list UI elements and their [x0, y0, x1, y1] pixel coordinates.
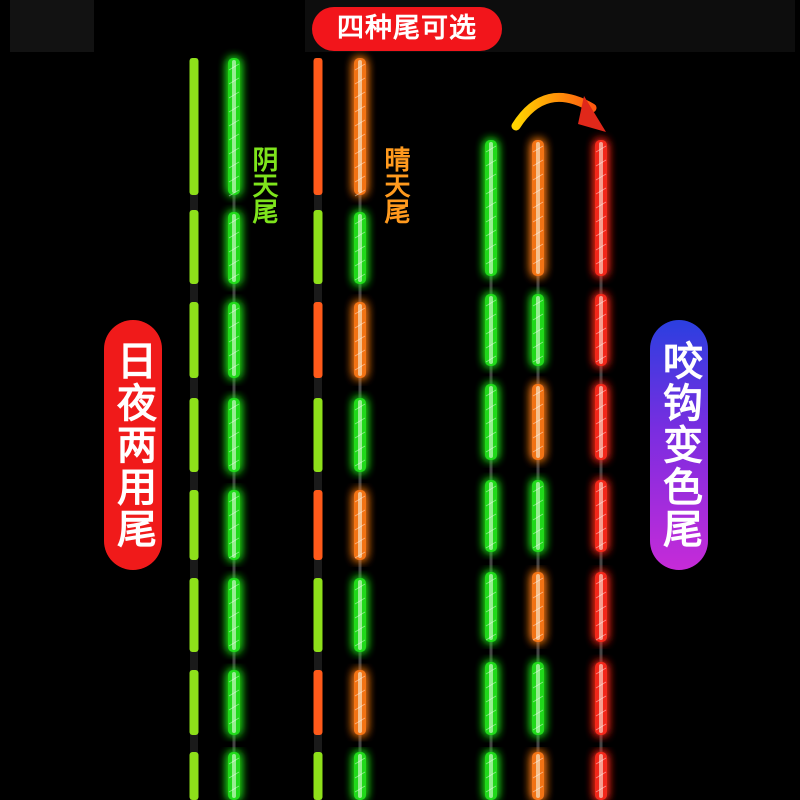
green-solid-tail-segment [189, 490, 199, 560]
sunny-glow-tail-segment [354, 398, 366, 472]
sunny-glow-tail-segment [354, 578, 366, 652]
sunny-glow-tail-segment [354, 302, 366, 378]
sunny-glow-tail [354, 58, 366, 800]
color-change-after-tail [595, 140, 607, 800]
color-change-before-tail-segment [532, 662, 544, 735]
sunny-glow-tail-segment [354, 212, 366, 284]
green-color-tail-segment [485, 572, 497, 642]
color-change-after-tail-segment [595, 384, 607, 460]
orange-solid-tail-segment [313, 58, 323, 195]
overcast-glow-tail-segment [228, 578, 240, 652]
bite-color-change-badge: 咬钩变色尾 [650, 320, 708, 570]
color-change-before-tail-segment [532, 384, 544, 460]
green-solid-tail-segment [189, 58, 199, 195]
title-banner: 四种尾可选 [312, 7, 502, 51]
color-change-before-tail-segment [532, 140, 544, 276]
green-solid-tail-segment [189, 302, 199, 378]
overcast-glow-tail-segment [228, 752, 240, 800]
orange-solid-tail-segment [313, 210, 323, 284]
color-change-after-tail-segment [595, 294, 607, 366]
orange-solid-tail-segment [313, 398, 323, 472]
green-color-tail-segment [485, 662, 497, 735]
color-change-before-tail-segment [532, 752, 544, 800]
day-night-tail-badge: 日夜两用尾 [104, 320, 162, 570]
color-change-before-tail-segment [532, 572, 544, 642]
color-change-after-tail-segment [595, 572, 607, 642]
overcast-glow-tail-segment [228, 212, 240, 284]
green-solid-tail-segment [189, 578, 199, 652]
green-color-tail [485, 140, 497, 800]
sunny-glow-tail-segment [354, 752, 366, 800]
green-color-tail-segment [485, 294, 497, 366]
color-change-before-tail [532, 140, 544, 800]
green-color-tail-segment [485, 140, 497, 276]
orange-solid-tail-segment [313, 752, 323, 800]
green-color-tail-segment [485, 384, 497, 460]
overcast-glow-tail-segment [228, 490, 240, 560]
overcast-glow-tail-segment [228, 302, 240, 378]
color-change-after-tail-segment [595, 480, 607, 552]
green-solid-tail-segment [189, 752, 199, 800]
orange-solid-tail [313, 58, 323, 800]
color-change-after-tail-segment [595, 752, 607, 800]
background-panel-left [10, 0, 94, 52]
green-color-tail-segment [485, 752, 497, 800]
green-solid-tail [189, 58, 199, 800]
color-change-after-tail-segment [595, 140, 607, 276]
orange-solid-tail-segment [313, 670, 323, 735]
overcast-glow-tail-segment [228, 670, 240, 735]
color-change-before-tail-segment [532, 294, 544, 366]
overcast-glow-tail [228, 58, 240, 800]
green-solid-tail-segment [189, 210, 199, 284]
sunny-glow-tail-segment [354, 58, 366, 197]
overcast-tail-label: 阴天尾 [248, 146, 278, 224]
color-change-after-tail-segment [595, 662, 607, 735]
orange-solid-tail-segment [313, 302, 323, 378]
orange-solid-tail-segment [313, 578, 323, 652]
sunny-glow-tail-segment [354, 490, 366, 560]
curved-arrow-icon [511, 92, 606, 132]
sunny-glow-tail-segment [354, 670, 366, 735]
green-solid-tail-segment [189, 398, 199, 472]
sunny-tail-label: 晴天尾 [380, 146, 410, 224]
overcast-glow-tail-segment [228, 398, 240, 472]
overcast-glow-tail-segment [228, 58, 240, 197]
color-change-before-tail-segment [532, 480, 544, 552]
green-solid-tail-segment [189, 670, 199, 735]
green-color-tail-segment [485, 480, 497, 552]
orange-solid-tail-segment [313, 490, 323, 560]
